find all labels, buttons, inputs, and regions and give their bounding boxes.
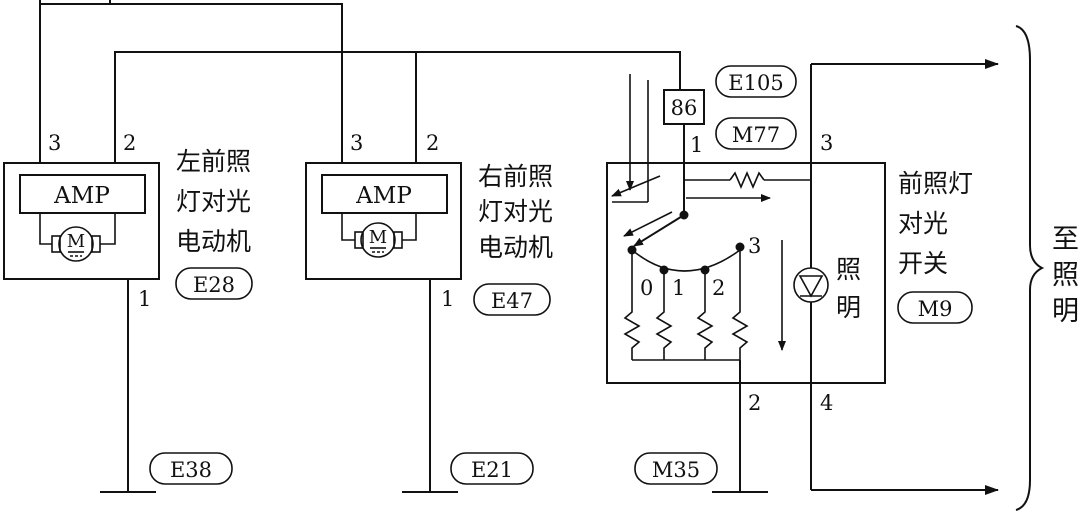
switch-name-2: 对光: [898, 209, 948, 238]
left-motor-name-1: 左前照: [176, 147, 251, 176]
switch-pin-2: 2: [748, 391, 761, 415]
right-motor-name-3: 电动机: [478, 233, 553, 262]
output-label-3: 明: [1052, 296, 1079, 327]
right-motor-icon: M: [354, 222, 403, 258]
right-ground-badge: [450, 452, 534, 485]
switch-name-3: 开关: [898, 249, 948, 278]
left-motor-name-3: 电动机: [176, 227, 251, 256]
switch-name-1: 前照灯: [898, 169, 973, 198]
left-amp-label: AMP: [53, 183, 110, 209]
right-motor-symbol: M: [369, 227, 387, 248]
resistor-ladder: [623, 247, 749, 361]
right-ground: E21: [471, 458, 513, 482]
right-motor-name-1: 右前照: [478, 162, 553, 191]
left-pin-1: 1: [138, 287, 151, 311]
output-label-1: 至: [1052, 224, 1079, 255]
headlamp-leveling-switch: 86 1 E105 M77 3 0 1 2: [606, 64, 973, 493]
position-0: 0: [640, 276, 653, 300]
position-3: 3: [748, 234, 761, 258]
switch-pin-1: 1: [690, 133, 703, 157]
m9-badge: [897, 291, 973, 324]
junction-86: 86: [671, 96, 698, 120]
illum-label-1: 照: [836, 255, 861, 284]
illumination-outputs: 至 照 明: [811, 25, 1079, 511]
left-connector-badge: [175, 267, 253, 300]
illum-label-2: 明: [836, 293, 861, 322]
right-amp-label: AMP: [355, 183, 412, 209]
right-connector: E47: [491, 289, 533, 313]
e105-badge: [715, 65, 797, 98]
right-headlamp-leveling-motor: AMP M 3 2 1 右前照 灯对光 电动机 E47 E21: [305, 131, 553, 493]
m35-badge: [634, 452, 718, 485]
right-amp-box: [321, 174, 448, 214]
left-ground: E38: [170, 458, 212, 482]
switch-pin-4: 4: [820, 391, 833, 415]
left-motor-symbol: M: [67, 231, 85, 252]
right-pin-1: 1: [441, 287, 454, 311]
m77-badge: [715, 117, 797, 150]
connector-m9: M9: [918, 297, 953, 321]
right-motor-name-2: 灯对光: [478, 197, 553, 226]
top-wires: [39, 0, 681, 163]
left-ground-badge: [149, 452, 233, 485]
switch-housing: [606, 162, 886, 384]
left-headlamp-leveling-motor: AMP M 3 2 1 左前照 灯对光 电动机 E28 E38: [3, 131, 253, 493]
left-connector: E28: [193, 273, 235, 297]
connector-m77: M77: [732, 123, 780, 147]
left-pin-2: 2: [123, 131, 136, 155]
output-label-2: 照: [1052, 260, 1079, 291]
position-1: 1: [672, 276, 685, 300]
position-2: 2: [712, 276, 725, 300]
ground-m35: M35: [652, 458, 700, 482]
left-motor-name-2: 灯对光: [176, 187, 251, 216]
right-connector-badge: [473, 283, 551, 316]
left-amp-box: [19, 174, 146, 214]
left-pin-3: 3: [48, 131, 61, 155]
switch-pin-3: 3: [820, 131, 833, 155]
right-pin-2: 2: [426, 131, 439, 155]
connector-e105: E105: [728, 71, 783, 95]
output-bracket: [1015, 25, 1045, 511]
left-motor-icon: M: [51, 226, 101, 262]
right-pin-3: 3: [350, 131, 363, 155]
